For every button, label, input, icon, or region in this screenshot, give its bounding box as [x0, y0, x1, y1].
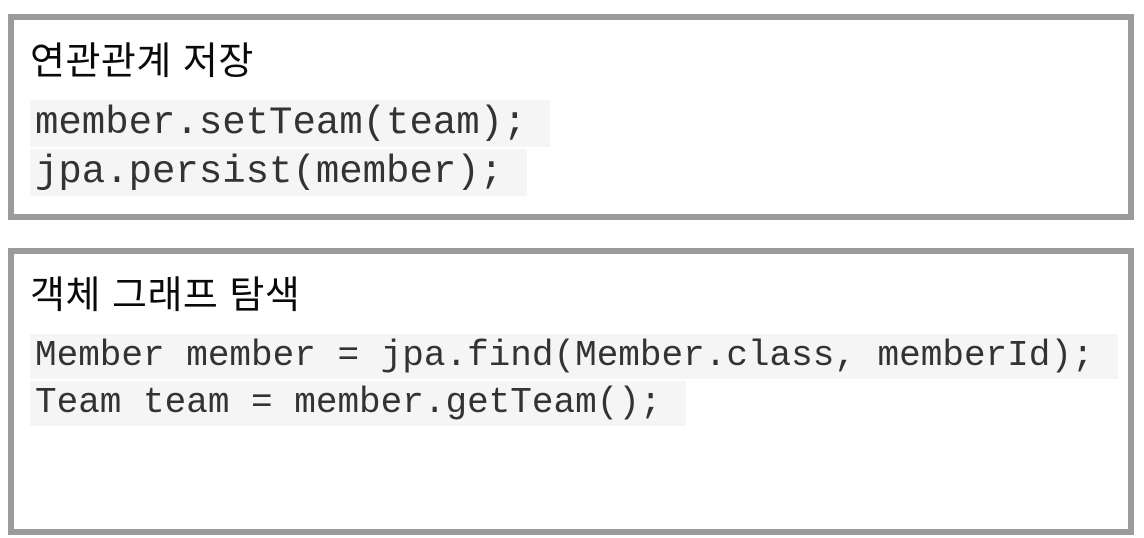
code-line-row: member.setTeam(team); [30, 100, 1118, 147]
object-graph-navigation-title: 객체 그래프 탐색 [30, 275, 301, 317]
association-save-panel: 연관관계 저장 member.setTeam(team); jpa.persis… [8, 14, 1134, 220]
code-line-set-team: member.setTeam(team); [30, 100, 551, 147]
object-graph-navigation-panel: 객체 그래프 탐색 Member member = jpa.find(Membe… [8, 248, 1134, 535]
association-save-code-block: member.setTeam(team); jpa.persist(member… [30, 100, 1118, 196]
code-line-row: Member member = jpa.find(Member.class, m… [30, 334, 1118, 379]
code-line-row: jpa.persist(member); [30, 149, 1118, 196]
object-graph-code-block: Member member = jpa.find(Member.class, m… [30, 334, 1118, 426]
code-line-get-team: Team team = member.getTeam(); [30, 381, 686, 426]
association-save-title: 연관관계 저장 [30, 41, 254, 83]
code-line-find-member: Member member = jpa.find(Member.class, m… [30, 334, 1118, 379]
code-line-persist-member: jpa.persist(member); [30, 149, 528, 196]
code-line-row: Team team = member.getTeam(); [30, 381, 1118, 426]
